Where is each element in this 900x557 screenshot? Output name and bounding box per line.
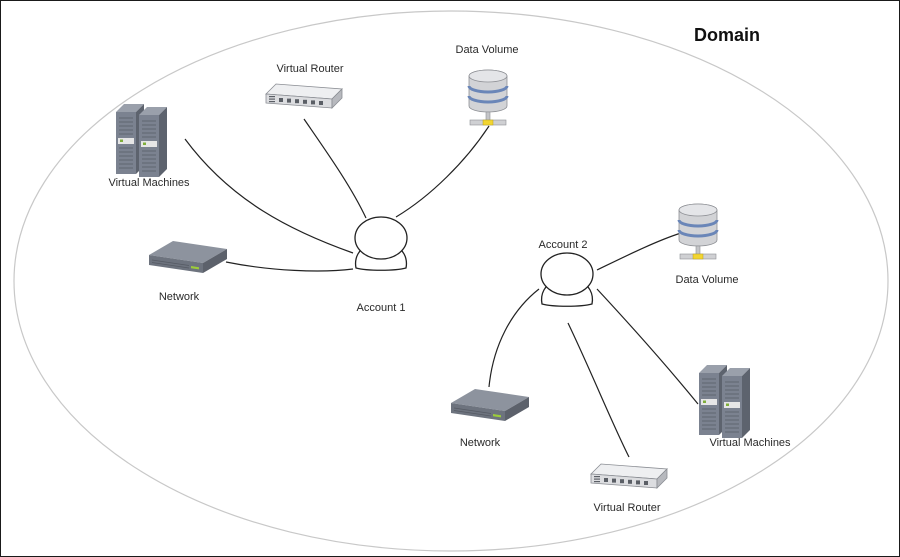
edge-account1-router [303, 118, 367, 219]
user-icon [540, 252, 594, 307]
a2-virtual-router-node[interactable]: Virtual Router [590, 463, 668, 514]
edge-account2-router [567, 322, 630, 458]
a2-network-node[interactable]: Network [450, 388, 530, 449]
server-icon [699, 365, 750, 438]
a1-virtual-router-node[interactable]: Virtual Router [265, 63, 344, 109]
a2-virtual-machines-node[interactable]: Virtual Machines [699, 365, 791, 449]
user-icon [354, 216, 408, 271]
edges [184, 118, 699, 458]
a1-virtual-machines-node[interactable]: Virtual Machines [108, 104, 190, 189]
edge-account2-network [488, 288, 540, 388]
database-icon [677, 202, 719, 261]
a1-network-label: Network [159, 291, 200, 303]
edge-account2-vms [596, 288, 699, 405]
a1-virtual-machines-label: Virtual Machines [108, 177, 190, 189]
a2-network-label: Network [460, 437, 501, 449]
network-switch-icon [450, 388, 530, 422]
domain-title: Domain [694, 25, 760, 45]
a1-data-volume-node[interactable]: Data Volume [456, 44, 519, 127]
edge-account1-vms [184, 138, 354, 254]
a2-data-volume-label: Data Volume [676, 274, 739, 286]
edge-account2-volume [596, 232, 682, 271]
edge-account1-network [225, 261, 354, 272]
network-switch-icon [148, 240, 228, 274]
account1-node[interactable]: Account 1 [354, 216, 408, 314]
account2-label: Account 2 [539, 239, 588, 251]
router-icon [265, 83, 343, 109]
account2-node[interactable]: Account 2 [539, 239, 594, 307]
a1-data-volume-label: Data Volume [456, 44, 519, 56]
server-icon [116, 104, 167, 177]
database-icon [467, 68, 509, 127]
a1-network-node[interactable]: Network [148, 240, 228, 303]
account1-label: Account 1 [357, 302, 406, 314]
edge-account1-volume [395, 125, 490, 218]
router-icon [590, 463, 668, 489]
a1-virtual-router-label: Virtual Router [276, 63, 343, 75]
domain-boundary [13, 10, 889, 552]
a2-virtual-router-label: Virtual Router [593, 502, 660, 514]
a2-data-volume-node[interactable]: Data Volume [676, 202, 739, 286]
a2-virtual-machines-label: Virtual Machines [709, 437, 791, 449]
